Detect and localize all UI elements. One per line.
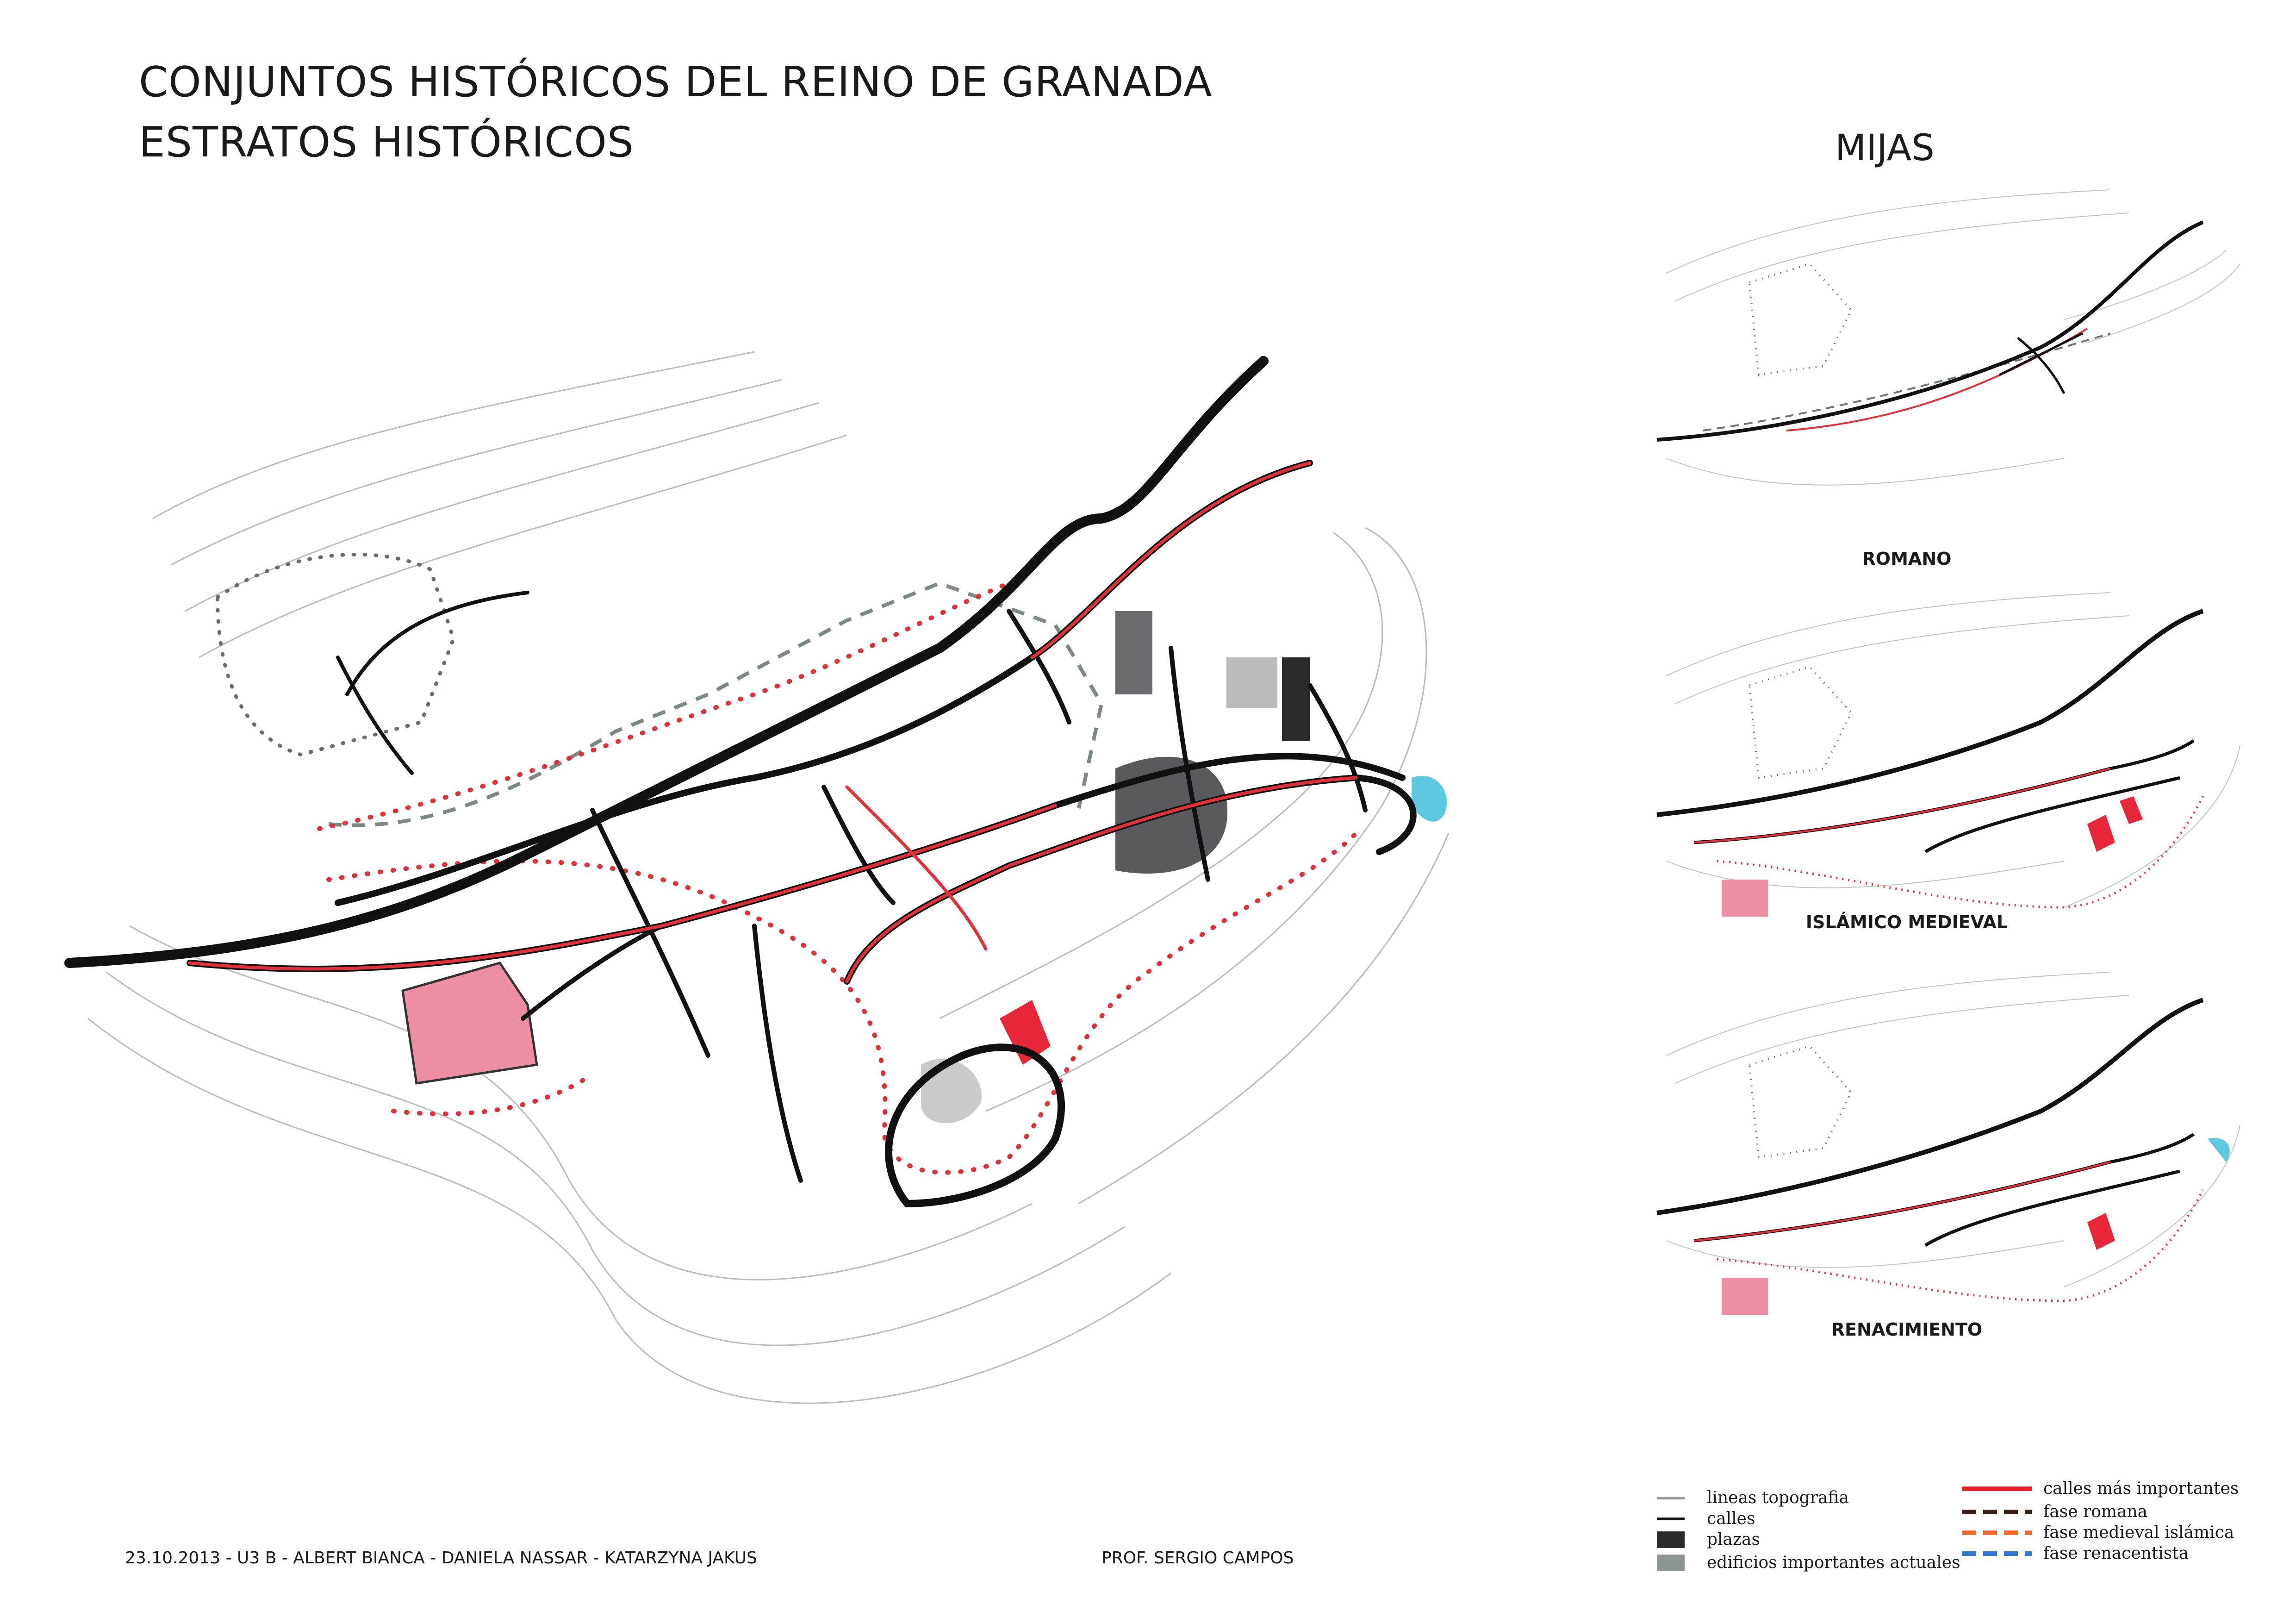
legend-item-edificios: edificios importantes actuales [1657, 1553, 1960, 1572]
mini-label-romano: ROMANO [1862, 549, 1952, 569]
mini-map-renacimiento [1656, 972, 2240, 1315]
legend-item-calles: calles [1657, 1509, 1755, 1528]
roman-enclosure [215, 552, 456, 757]
pink-area [401, 962, 538, 1085]
legend-item-fase-romana: fase romana [1962, 1502, 2147, 1521]
mini-map-islamico-medieval [1656, 592, 2240, 917]
legend-item-topografia: lineas topografia [1657, 1488, 1849, 1507]
plaza-3 [1282, 657, 1310, 741]
red-building [1000, 1000, 1051, 1065]
main-map [64, 351, 1450, 1404]
legend-item-plazas: plazas [1657, 1530, 1760, 1549]
legend-item-fase-renacentista: fase renacentista [1962, 1544, 2189, 1563]
page-title-line1: CONJUNTOS HISTÓRICOS DEL REINO DE GRANAD… [139, 58, 1213, 106]
page-title-line2: ESTRATOS HISTÓRICOS [139, 118, 635, 167]
town-name: MIJAS [1835, 127, 1935, 169]
plaza-2 [1115, 611, 1152, 694]
building-2 [921, 1059, 982, 1124]
credits: 23.10.2013 - U3 B - ALBERT BIANCA - DANI… [125, 1549, 757, 1568]
professor: PROF. SERGIO CAMPOS [1101, 1549, 1294, 1568]
mini-label-renacimiento: RENACIMIENTO [1831, 1319, 1983, 1340]
water-feature [1412, 776, 1447, 822]
mini-map-romano [1656, 189, 2240, 486]
mini-label-islamico-medieval: ISLÁMICO MEDIEVAL [1805, 912, 2008, 932]
legend-item-fase-medieval: fase medieval islámica [1962, 1523, 2234, 1542]
topography-lines [87, 351, 1450, 1404]
legend-item-calles-importantes: calles más importantes [1962, 1479, 2239, 1498]
building-1 [1226, 657, 1277, 708]
main-streets [188, 461, 1358, 983]
